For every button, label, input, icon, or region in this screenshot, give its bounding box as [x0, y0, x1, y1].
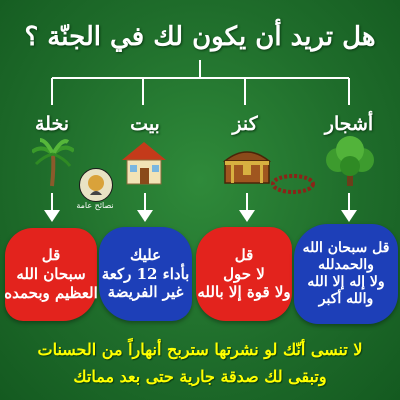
footer-line-2: وتبقى لك صدقة جارية حتى بعد مماتك — [73, 367, 327, 386]
category-label-house: بيت — [130, 113, 160, 135]
answer-blob-trees: قل سبحان الله والحمدلله ولا إله إلا الله… — [294, 224, 398, 324]
answer-blob-treasure: قل لا حول ولا قوة إلا بالله — [196, 227, 292, 321]
answer-palm-line-2: سبحان الله — [16, 265, 86, 284]
tree-icon — [326, 136, 374, 186]
answer-palm-line-1: قل — [41, 246, 61, 265]
answer-house-line-2: بأداء 12 ركعة — [101, 264, 190, 283]
house-icon — [122, 142, 166, 185]
palm-tree-icon — [32, 138, 74, 187]
page-title: هل تريد أن يكون لك في الجنّة ؟ — [24, 22, 376, 52]
answer-trees-line-4: والله أكبر — [318, 290, 374, 307]
logo-text: نصائح عامة — [76, 201, 114, 210]
answer-treasure-line-1: قل — [234, 245, 254, 264]
logo-badge — [79, 168, 113, 202]
answer-trees-line-3: ولا إله إلا الله — [307, 274, 385, 290]
answer-palm-line-3: العظيم وبحمده — [4, 283, 98, 302]
answer-blob-palm: قل سبحان الله العظيم وبحمده — [4, 228, 98, 321]
category-label-treasure: كنز — [232, 113, 258, 135]
footer-line-1: لا تنسى أنّك لو نشرتها ستربح أنهاراً من … — [37, 340, 363, 359]
answer-trees-line-1: قل سبحان الله — [302, 240, 390, 257]
category-label-trees: أشجار — [324, 113, 374, 135]
answer-treasure-line-3: ولا قوة إلا بالله — [197, 283, 291, 302]
treasure-chest-icon — [222, 151, 272, 184]
answer-house-line-3: غير الفريضة — [107, 283, 184, 302]
answer-trees-line-2: والحمدلله — [318, 257, 374, 274]
head-silhouette-icon — [88, 175, 104, 195]
category-label-palm: نخلة — [34, 113, 70, 135]
answer-treasure-line-2: لا حول — [223, 264, 265, 283]
answer-house-line-1: عليك — [129, 245, 162, 264]
prayer-beads-icon — [271, 174, 315, 194]
answer-blob-house: عليك بأداء 12 ركعة غير الفريضة — [99, 227, 192, 321]
